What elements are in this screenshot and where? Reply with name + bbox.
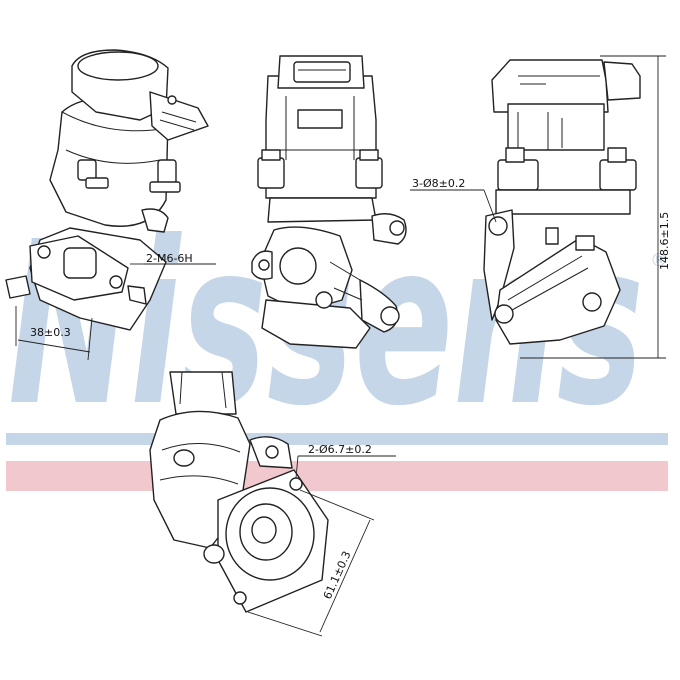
- top-lines: [518, 75, 600, 85]
- connector-top: [77, 51, 159, 81]
- mount-bolts: [77, 159, 181, 193]
- actuator-ribs: [270, 96, 374, 160]
- side-flange-hole: [582, 292, 602, 312]
- flange-hole: [37, 245, 51, 259]
- hole-front-leader: [295, 455, 299, 479]
- flow-lines: [329, 261, 363, 301]
- flange-ext-line: [299, 489, 375, 521]
- bottom-port-inner: [251, 516, 277, 544]
- side-boss: [575, 235, 595, 251]
- base-plate: [267, 197, 377, 223]
- side-connector: [603, 61, 641, 101]
- side-boss: [141, 208, 169, 233]
- flange-port: [63, 247, 97, 279]
- flange-ext-line: [247, 611, 323, 637]
- bottom-connector: [169, 371, 237, 415]
- pipe-stub: [5, 275, 31, 299]
- width-dim-line: [17, 339, 91, 353]
- outlet-hole: [380, 306, 400, 326]
- hole-callout-leader: [483, 189, 497, 223]
- electrical-plug: [149, 91, 209, 141]
- side-flange-hole: [494, 304, 514, 324]
- bottom-flange-hole: [233, 591, 247, 605]
- side-flange-edges: [507, 255, 589, 311]
- side-hole: [488, 216, 508, 236]
- height-dim-label: 148.6±1.5: [658, 212, 671, 270]
- bottom-boss: [173, 449, 195, 467]
- thread-callout: 2-M6-6H: [146, 252, 193, 265]
- actuator-mid-side: [507, 103, 605, 151]
- hole-callout-front: 2-Ø6.7±0.2: [308, 443, 372, 456]
- side-boss: [545, 227, 559, 245]
- bottom-flange-hole: [289, 477, 303, 491]
- flange-dim-line: [319, 519, 371, 633]
- side-ribs: [517, 112, 563, 150]
- ear-hole: [389, 220, 405, 236]
- side-bolts: [497, 147, 637, 191]
- watermark-red-band: [6, 461, 668, 491]
- lower-flange: [261, 299, 371, 349]
- actuator-band: [65, 149, 161, 164]
- registered-mark: ®: [650, 250, 668, 271]
- width-ext-line: [87, 317, 93, 361]
- plug-ribs: [159, 111, 197, 131]
- bottom-ear-hole: [265, 445, 279, 459]
- connector-plug: [293, 61, 351, 83]
- hole-callout-top: 3-Ø8±0.2: [412, 177, 465, 190]
- actuator-front: [265, 75, 377, 199]
- front-bolts: [257, 149, 383, 189]
- ear-hole: [258, 259, 270, 271]
- outlet-stub: [127, 285, 147, 305]
- flange-hole: [109, 275, 123, 289]
- actuator-top-side: [491, 59, 609, 113]
- bottom-lower-boss: [203, 544, 225, 564]
- width-dim-label: 38±0.3: [30, 326, 71, 339]
- view-side: 3-Ø8±0.2 148.6±1.5: [410, 55, 671, 359]
- view-bottom: 2-Ø6.7±0.2 61.1±0.3: [149, 371, 396, 637]
- lower-hole: [315, 291, 333, 309]
- bottom-connector-lines: [179, 371, 227, 409]
- main-port: [279, 247, 317, 285]
- side-base-plate: [495, 189, 631, 215]
- label-plate: [297, 109, 343, 129]
- plug-pin: [167, 95, 177, 105]
- view-isometric-left: 2-M6-6H 38±0.3: [5, 49, 216, 361]
- bottom-actuator-bands: [159, 443, 241, 485]
- view-front: [251, 55, 407, 349]
